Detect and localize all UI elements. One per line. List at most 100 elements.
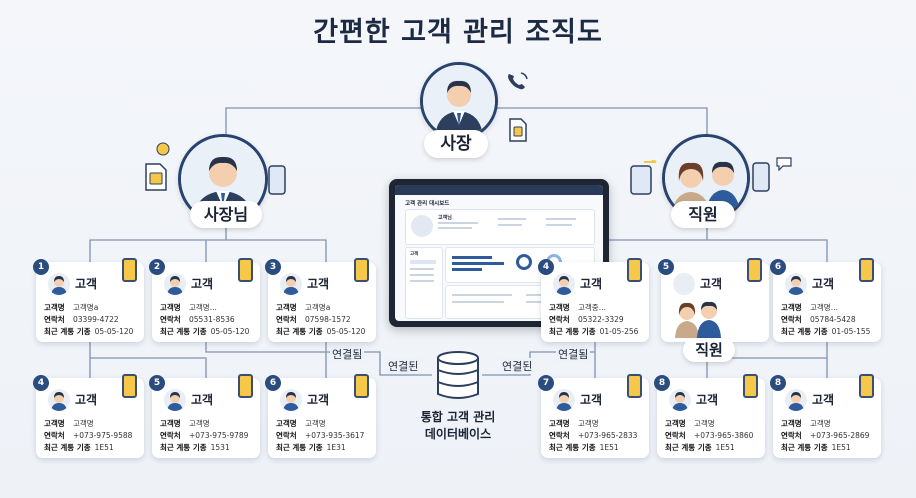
customer-avatar-icon — [48, 389, 70, 411]
card-row-value: 01-05-155 — [831, 327, 871, 336]
database-label: 통합 고객 관리 데이터베이스 — [404, 409, 512, 443]
card-row-value: 고객명a — [305, 303, 331, 312]
phone-icon — [859, 258, 874, 282]
card-row-value: 고객명 — [694, 419, 715, 428]
card-row: 고객명 고객중... — [549, 302, 638, 314]
card-row-key: 고객명 — [665, 419, 686, 428]
card-row-value: 고객명... — [810, 303, 838, 312]
ceo-avatar — [420, 62, 498, 140]
staff-pair-icon — [675, 301, 721, 338]
card-row-value: 1531 — [210, 443, 230, 452]
customer-avatar-icon — [48, 273, 70, 295]
card-row-key: 최근 계통 기종 — [549, 443, 596, 452]
businessman-icon — [423, 65, 495, 137]
phone-icon — [743, 374, 758, 398]
card-row-value: +073-965-2869 — [810, 431, 870, 440]
card-row-key: 고객명 — [160, 419, 181, 428]
customer-avatar-icon — [553, 273, 575, 295]
card-row-key: 최근 계통 기종 — [44, 327, 91, 336]
card-row-value: 05531-8536 — [189, 315, 235, 324]
card-title: 고객 — [700, 277, 723, 291]
card-title: 고객 — [191, 277, 214, 291]
card-number-badge: 6 — [265, 375, 281, 391]
manager-label: 사장님 — [190, 201, 262, 228]
card-row-value: 고객명 — [73, 419, 94, 428]
edge-label: 연결됨 — [556, 346, 591, 362]
card-row: 연락처+073-965-2833 — [549, 430, 637, 442]
card-row: 연락처 05531-8536 — [160, 314, 249, 326]
card-number-badge: 3 — [265, 259, 281, 275]
database-label-line1: 통합 고객 관리 — [420, 410, 496, 424]
card-number-badge: 4 — [538, 259, 554, 275]
card-row-value: 고객명... — [189, 303, 217, 312]
card-row-key: 연락처 — [276, 431, 297, 440]
card-row-key: 연락처 — [549, 315, 570, 324]
card-row: 연락처 +073-935-3617 — [276, 430, 364, 442]
card-row-key: 연락처 — [44, 315, 65, 324]
card-row-value: +073-965-2833 — [578, 431, 638, 440]
card-row-key: 고객명 — [781, 303, 802, 312]
card-row-key: 최근 계통 기종 — [160, 327, 207, 336]
card-row-value: 05-05-120 — [210, 327, 250, 336]
edge-label: 연결된 — [386, 358, 421, 374]
card-row-value: 고객명 — [810, 419, 831, 428]
card-number-badge: 8 — [770, 375, 786, 391]
card-row-key: 최근 계통 기종 — [781, 327, 828, 336]
card-row-value: 고객명a — [73, 303, 99, 312]
card-row-value: 고객중... — [578, 303, 606, 312]
card-row-value: +073-935-3617 — [305, 431, 365, 440]
customer-avatar-icon — [280, 389, 302, 411]
staff-label: 직원 — [671, 201, 735, 228]
customer-avatar-icon — [785, 389, 807, 411]
phone-icon — [747, 258, 762, 282]
card-row: 고객명 고객명 — [665, 418, 753, 430]
card-title: 고객 — [307, 277, 330, 291]
chat-bubble-icon — [776, 157, 792, 171]
card-row-key: 연락처 — [665, 431, 686, 440]
phone-icon — [859, 374, 874, 398]
card-number-badge: 1 — [33, 259, 49, 275]
ceo-label: 사장 — [424, 130, 488, 158]
card-row-value: 1E51 — [831, 443, 851, 452]
card-title: 고객 — [580, 393, 603, 407]
card-row-key: 최근 계통 기종 — [276, 443, 323, 452]
card-title: 고객 — [191, 393, 214, 407]
card-row-key: 고객명 — [549, 303, 570, 312]
card-row-value: +073-975-9789 — [189, 431, 249, 440]
card-row-value: 03399-4722 — [73, 315, 119, 324]
card-row: 연락처+073-975-9588 — [44, 430, 132, 442]
card-row-value: 05784-5428 — [810, 315, 856, 324]
card-row-value: +073-965-3860 — [694, 431, 754, 440]
customer-avatar-icon — [785, 273, 807, 295]
card-row-key: 연락처 — [160, 315, 181, 324]
card-row-key: 고객명 — [44, 419, 65, 428]
card-row-value: 1E51 — [715, 443, 735, 452]
card-row-key: 연락처 — [781, 431, 802, 440]
card-number-badge: 5 — [658, 259, 674, 275]
phone-call-icon — [508, 72, 528, 90]
phone-icon — [238, 374, 253, 398]
